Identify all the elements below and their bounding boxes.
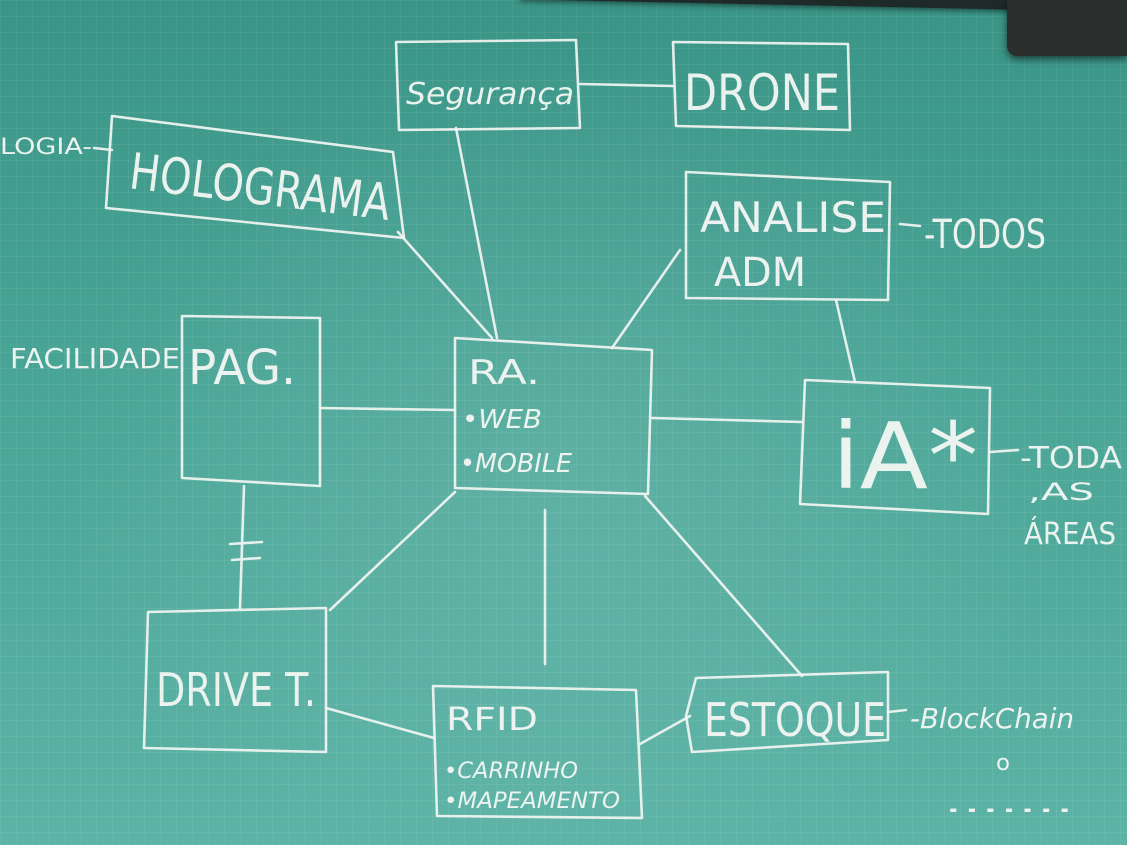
box-ia (798, 378, 992, 516)
box-drone (671, 40, 852, 132)
line-analise-todos (898, 222, 922, 228)
line-analise-ia (834, 298, 857, 384)
line-analise-ra (610, 248, 682, 350)
line-estoque-blockchain (886, 708, 908, 714)
label-rfid: RFID (446, 700, 538, 738)
label-estoque: ESTOQUE (704, 693, 886, 747)
label-facilidade: FACILIDADE (10, 342, 180, 375)
box-ra (453, 336, 654, 496)
label-analise: ANALISE (700, 193, 886, 242)
line-holograma-ra (396, 230, 494, 340)
label-ra-web: •WEB (462, 405, 542, 435)
line-pag-ra (318, 406, 457, 412)
box-pag (180, 314, 322, 488)
label-ia: iA* (832, 403, 978, 510)
label-as: ,AS (1028, 478, 1094, 506)
line-ra-estoque (643, 494, 804, 678)
label-o: o (996, 751, 1010, 776)
label-dots: ······· (944, 794, 1074, 827)
label-pag: PAG. (188, 340, 296, 396)
label-rfid-carrinho: •CARRINHO (444, 759, 578, 784)
label-holograma: HOLOGRAMA (127, 142, 394, 231)
board-clip (1007, 0, 1127, 56)
label-drivet: DRIVE T. (156, 663, 316, 717)
box-rfid (431, 684, 644, 820)
label-todos: -TODOS (924, 212, 1046, 258)
box-seguranca (394, 38, 582, 132)
label-ra: RA. (468, 353, 540, 393)
line-drivet-rfid (324, 706, 436, 740)
label-areas: ÁREAS (1024, 516, 1116, 552)
box-drivet (142, 606, 328, 754)
line-pag-drivet (228, 484, 264, 610)
box-estoque (684, 670, 890, 754)
line-seguranca-ra (454, 126, 499, 340)
label-toda: -TODA (1020, 441, 1123, 476)
line-ia-toda (988, 448, 1020, 454)
label-seguranca: Segurança (406, 77, 574, 112)
box-analise (684, 170, 892, 302)
line-rfid-estoque (638, 714, 692, 746)
line-ra-ia (650, 416, 804, 424)
line-seguranca-drone (578, 82, 675, 88)
label-ra-mobile: •MOBILE (460, 449, 573, 479)
label-blockchain: -BlockChain (910, 702, 1074, 735)
label-drone: DRONE (684, 64, 840, 122)
line-holograma-logia (92, 146, 114, 152)
label-rfid-mapeamento: •MAPEAMENTO (444, 789, 620, 814)
line-ra-drivet (328, 490, 457, 612)
label-adm: ADM (714, 250, 806, 296)
label-logia: LOGIA- (0, 135, 92, 160)
